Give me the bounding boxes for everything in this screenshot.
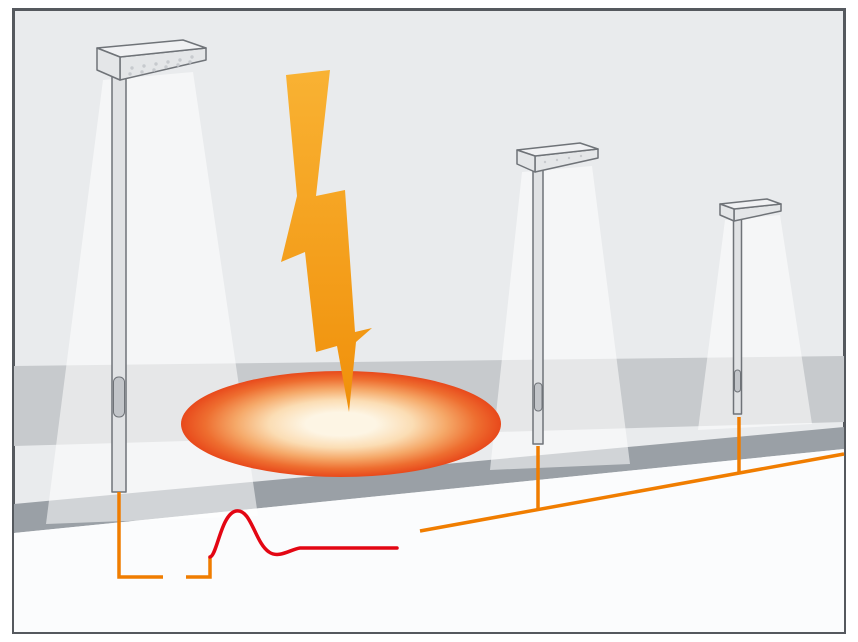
- street-lamp-small: [719, 198, 782, 415]
- lamp-led-array-medium: [543, 154, 583, 164]
- buried-cable: [117, 417, 845, 579]
- street-lamp-medium: [516, 142, 599, 445]
- lamp-pole-large: [111, 75, 127, 493]
- lamp-access-panel-large: [113, 376, 125, 418]
- light-cone-small: [698, 215, 812, 430]
- lightning-bolt-icon: [281, 70, 372, 412]
- lamp-head-endcap-small: [719, 203, 735, 222]
- cable-drop-large-lamp: [117, 492, 163, 579]
- lamp-access-panel-medium: [534, 382, 543, 412]
- lamp-access-panel-small: [734, 369, 741, 393]
- lamp-led-array-large: [128, 55, 194, 76]
- cable-step-segment: [186, 557, 212, 579]
- surge-pulse-waveform: [208, 509, 399, 559]
- cable-main-run: [419, 452, 845, 533]
- scene: [14, 39, 845, 632]
- ground-potential-rings: [181, 371, 501, 477]
- light-cone-medium: [490, 166, 630, 470]
- foreground-ground: [14, 449, 844, 632]
- lamp-head-endcap-large: [96, 47, 121, 81]
- lamp-head-endcap-medium: [516, 149, 536, 173]
